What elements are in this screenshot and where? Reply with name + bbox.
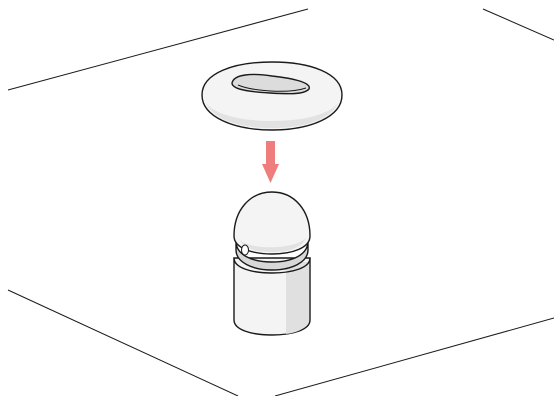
arrow-head bbox=[262, 164, 279, 183]
surface-edge-top-right bbox=[482, 8, 554, 41]
o-ring-body bbox=[201, 61, 343, 131]
peg-side-hole bbox=[241, 244, 249, 256]
peg-with-groove bbox=[233, 191, 311, 336]
peg-dome-shade bbox=[240, 238, 306, 252]
surface-edge-top-left bbox=[7, 8, 309, 91]
arrow-shaft bbox=[266, 141, 275, 166]
peg-dome bbox=[233, 191, 311, 255]
peg-shoulder-top bbox=[233, 257, 311, 274]
insertion-arrow bbox=[262, 141, 279, 183]
work-surface bbox=[7, 8, 554, 396]
o-ring-shadow bbox=[206, 103, 338, 128]
peg-cylinder-shade bbox=[286, 262, 309, 334]
surface-edge-bottom-right bbox=[274, 317, 554, 396]
o-ring bbox=[201, 61, 343, 131]
o-ring-hole-inner-edge bbox=[237, 84, 307, 92]
surface-edge-bottom-left bbox=[7, 289, 239, 396]
peg-groove bbox=[235, 240, 309, 271]
